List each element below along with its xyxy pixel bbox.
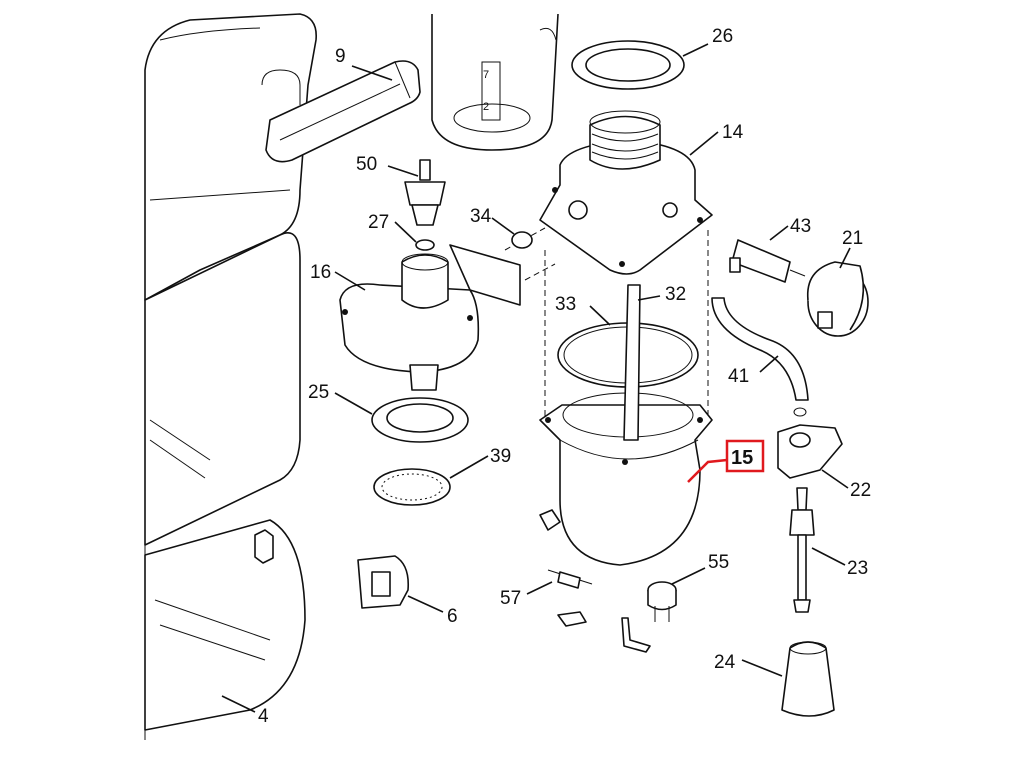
label-part-21: 21 [842,228,863,249]
part-23-steam-wand [789,487,815,613]
label-part-41: 41 [728,366,749,387]
part-27-washer [415,239,435,251]
label-part-26: 26 [712,26,733,47]
label-part-15: 15 [731,447,753,469]
part-24-tip [781,641,835,717]
label-part-24: 24 [714,652,736,673]
part-9-handle [265,60,421,163]
part-32-tube [623,284,641,441]
label-part-55: 55 [708,552,729,573]
label-part-27: 27 [368,212,389,233]
tank-marking-bottom: 2 [483,101,489,113]
label-part-23: 23 [847,558,868,579]
part-6-switch [357,555,410,609]
label-part-16: 16 [310,262,331,283]
part-14-boiler-top [539,110,713,275]
label-part-34: 34 [470,206,492,227]
highlight-leader [687,458,728,483]
label-part-50: 50 [356,154,377,175]
water-tank: 7 2 [431,13,559,151]
label-part-57: 57 [500,588,521,609]
part-55-thermostat [647,581,677,622]
tank-marking-top: 7 [483,69,489,81]
label-part-22: 22 [850,480,871,501]
part-41-hose [711,297,809,401]
small-brackets [557,611,651,653]
label-part-25: 25 [308,382,329,403]
part-25-gasket [371,397,469,443]
label-part-39: 39 [490,446,511,467]
part-57-fuse [547,569,593,589]
part-22-valve-arm [777,407,843,479]
part-50-valve [404,159,446,226]
part-43-fitting [729,239,806,283]
part-39-shower-screen [373,468,451,506]
part-26-gasket [571,40,685,90]
part-21-knob [806,261,869,337]
part-16-group-head [339,244,521,391]
label-part-14: 14 [722,122,744,143]
label-part-32: 32 [665,284,686,305]
label-part-4: 4 [258,706,269,727]
part-34-o-ring [511,231,533,249]
label-part-43: 43 [790,216,811,237]
label-part-9: 9 [335,46,346,67]
part-labels: 9 26 14 50 27 34 16 32 33 43 21 41 25 39… [258,26,871,727]
highlight-box [725,439,765,473]
machine-housing [144,13,317,740]
part-15-highlight [687,439,765,483]
label-part-6: 6 [447,606,458,627]
leader-lines [221,43,851,713]
label-part-33: 33 [555,294,576,315]
